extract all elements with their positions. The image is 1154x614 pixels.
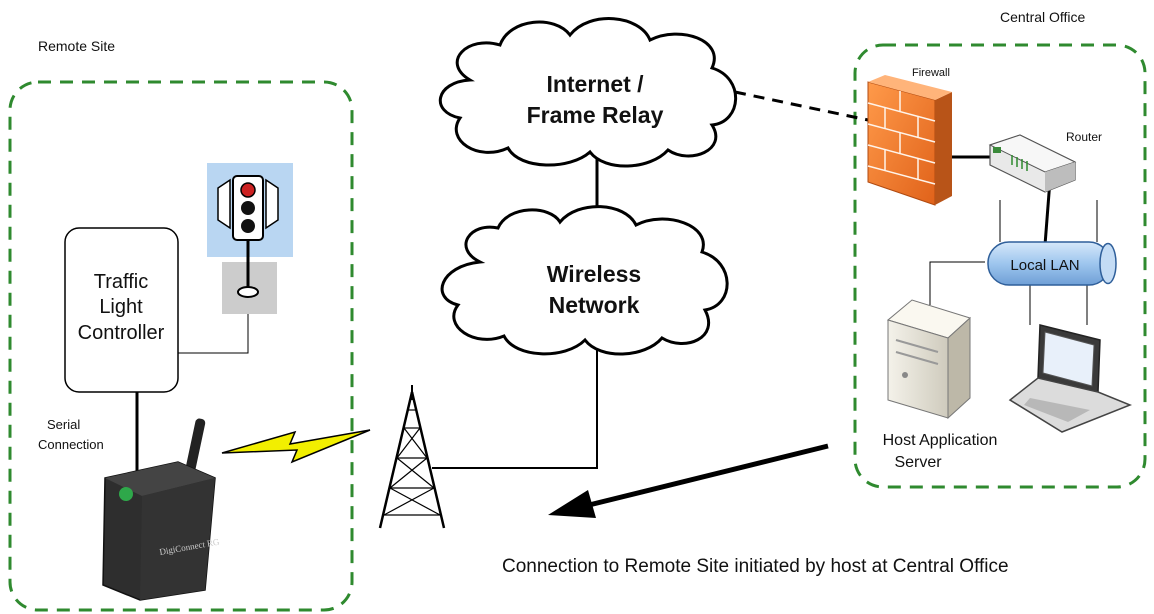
internet-cloud-label-1: Internet / (546, 71, 644, 97)
controller-label-3: Controller (78, 322, 165, 344)
firewall-label: Firewall (912, 67, 950, 79)
server-label-1: Host Application (883, 432, 998, 449)
router-label: Router (1066, 130, 1102, 144)
caption-text: Connection to Remote Site initiated by h… (502, 556, 1009, 577)
firewall-icon (867, 75, 952, 206)
server-icon (886, 299, 971, 420)
lightning-icon (221, 429, 371, 464)
serial-label-2: Connection (38, 437, 104, 452)
internet-cloud-label-2: Frame Relay (527, 102, 664, 128)
remote-site-label: Remote Site (38, 38, 115, 54)
server-label-2: Server (894, 454, 942, 471)
modem-icon: DigiConnect RG (102, 418, 221, 601)
internet-cloud: Internet / Frame Relay (438, 17, 738, 168)
local-lan-pipe (987, 241, 1117, 286)
laptop-icon (1008, 324, 1133, 433)
controller-label-1: Traffic (94, 271, 148, 293)
wireless-cloud-label-1: Wireless (547, 261, 641, 287)
local-lan-label: Local LAN (1010, 257, 1079, 274)
traffic-light-icon (207, 163, 293, 314)
router-icon (988, 134, 1077, 193)
wireless-cloud-label-2: Network (549, 292, 640, 318)
controller-label-2: Light (99, 296, 143, 318)
serial-label-1: Serial (47, 417, 80, 432)
traffic-light-controller: Traffic Light Controller (64, 227, 179, 393)
remote-site-boundary (8, 80, 354, 612)
tower-icon (378, 385, 446, 529)
central-office-label: Central Office (1000, 9, 1086, 25)
wireless-cloud: Wireless Network (440, 205, 729, 356)
initiation-arrow (548, 443, 829, 518)
central-office-boundary (853, 43, 1147, 489)
